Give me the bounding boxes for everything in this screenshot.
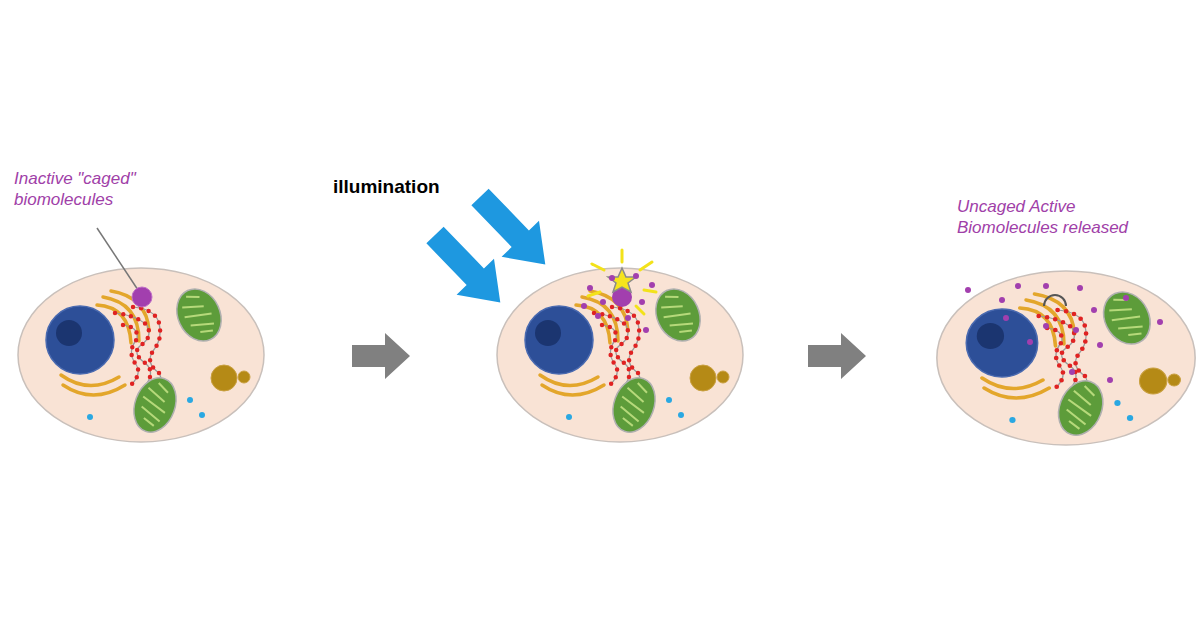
molecule-dot xyxy=(1069,369,1075,375)
light-arrow xyxy=(461,179,564,283)
molecule-dot xyxy=(625,315,631,321)
molecule-dot xyxy=(965,287,971,293)
molecule-dot xyxy=(639,299,645,305)
molecule-dot xyxy=(1097,342,1103,348)
caged-molecule xyxy=(132,287,152,307)
molecule-dot xyxy=(1157,319,1163,325)
process-arrow xyxy=(352,333,410,379)
light-rays xyxy=(588,250,656,314)
process-arrow xyxy=(808,333,866,379)
leader-line xyxy=(97,228,138,290)
molecule-dot xyxy=(649,282,655,288)
callout-label: Inactive "caged" biomolecules xyxy=(14,168,164,210)
light-arrow-shape xyxy=(461,179,564,283)
released-molecules xyxy=(581,273,655,333)
molecule-dot xyxy=(1073,327,1079,333)
light-star xyxy=(608,268,636,292)
released-molecules xyxy=(965,283,1163,383)
molecule-dot xyxy=(643,327,649,333)
ray xyxy=(621,250,624,262)
cell xyxy=(18,268,264,442)
molecule-dot xyxy=(633,273,639,279)
cell xyxy=(937,271,1195,445)
molecule-dot xyxy=(1077,285,1083,291)
callout-label: Uncaged Active Biomolecules released xyxy=(957,196,1172,238)
molecule-dot xyxy=(587,285,593,291)
cell xyxy=(497,268,743,442)
molecule-dot xyxy=(1027,339,1033,345)
molecule-dot xyxy=(609,275,615,281)
ray xyxy=(636,306,644,314)
molecule-dot xyxy=(1123,295,1129,301)
ray xyxy=(592,264,604,270)
molecule-dot xyxy=(581,303,587,309)
ray xyxy=(588,292,600,296)
molecule-dot xyxy=(1091,307,1097,313)
cell-wrapper xyxy=(937,271,1195,445)
ray xyxy=(640,262,652,270)
molecule-dot xyxy=(1043,323,1049,329)
molecule-dot xyxy=(1015,283,1021,289)
molecule-dot xyxy=(600,299,606,305)
molecule-dot xyxy=(595,313,601,319)
molecule-dot xyxy=(1003,315,1009,321)
step-label: illumination xyxy=(333,176,493,198)
empty-cage xyxy=(1044,295,1066,306)
molecule-dot xyxy=(1043,283,1049,289)
molecule-dot xyxy=(999,297,1005,303)
molecule-dot xyxy=(1107,377,1113,383)
ray xyxy=(644,290,656,292)
